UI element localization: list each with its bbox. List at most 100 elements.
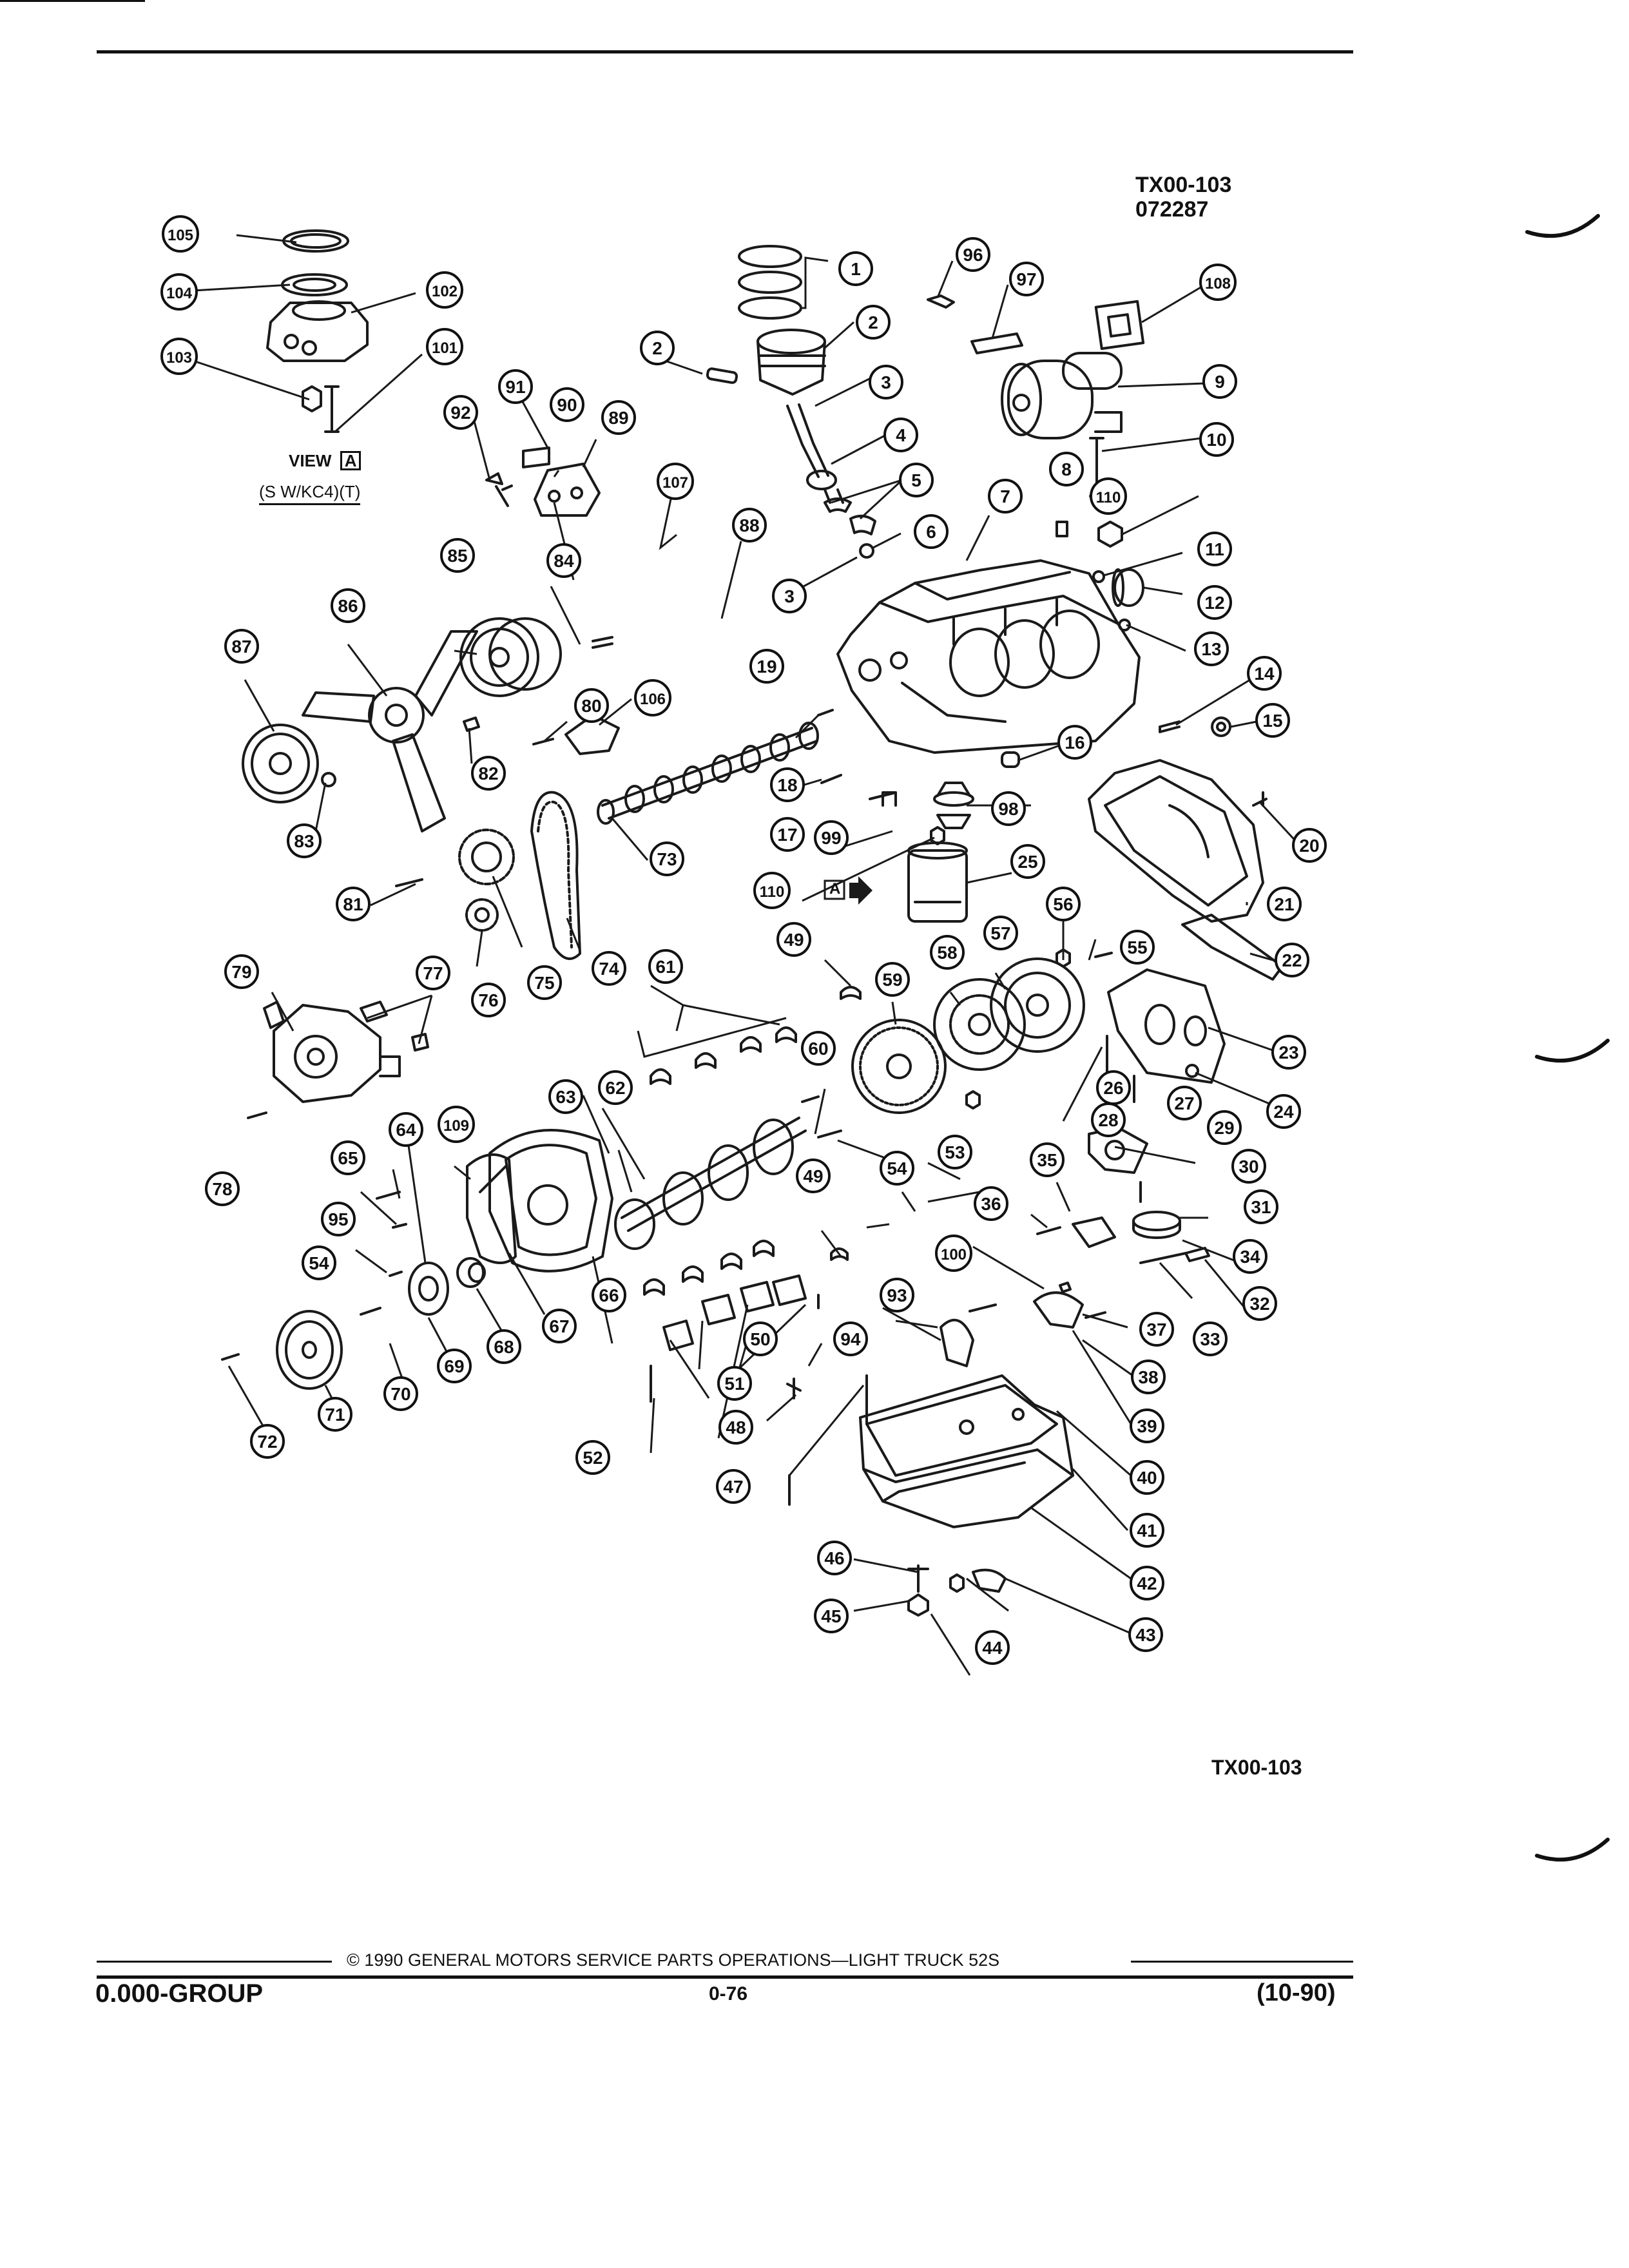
callout-number: 36 [981, 1194, 1001, 1214]
part-68 [408, 1262, 449, 1316]
callout-number: 32 [1249, 1294, 1269, 1314]
callout-number: 74 [599, 959, 619, 979]
footer-copyright: © 1990 GENERAL MOTORS SERVICE PARTS OPER… [347, 1950, 1000, 1970]
callout-c56: 56 [1046, 887, 1081, 921]
callout-circle [1130, 1566, 1164, 1600]
callout-circle [160, 273, 198, 311]
filter-view-letter: A [829, 880, 841, 898]
callout-number: 26 [1103, 1078, 1123, 1098]
callout-c76: 76 [471, 983, 506, 1017]
callout-c89: 89 [601, 400, 636, 435]
callout-number: 21 [1274, 894, 1294, 914]
callout-number: 43 [1135, 1625, 1155, 1645]
callout-number: 50 [750, 1329, 770, 1349]
callout-c29: 29 [1207, 1110, 1242, 1145]
callout-circle [1091, 1102, 1126, 1137]
callout-c47: 47 [716, 1469, 751, 1504]
callout-number: 28 [1098, 1110, 1118, 1130]
callout-c27: 27 [1167, 1086, 1202, 1120]
callout-circle [875, 962, 910, 997]
callout-c99: 99 [814, 820, 849, 855]
callout-circle [1247, 656, 1282, 691]
callout-number: 110 [1096, 489, 1121, 506]
callout-circle [527, 965, 562, 1000]
callout-circle [1090, 477, 1127, 515]
callout-c72: 72 [250, 1424, 285, 1459]
callout-c55: 55 [1120, 930, 1155, 965]
callout-c49a: 49 [776, 922, 811, 957]
callout-circle [287, 823, 322, 858]
callout-circle [1131, 1360, 1166, 1394]
callout-circle [574, 688, 609, 723]
callout-number: 3 [784, 586, 795, 606]
callout-c109: 109 [438, 1106, 475, 1143]
callout-c38: 38 [1131, 1360, 1166, 1394]
callout-circle [869, 365, 903, 399]
callout-number: 20 [1299, 836, 1319, 856]
callout-circle [592, 951, 626, 986]
callout-number: 100 [941, 1246, 967, 1264]
callout-circle [718, 1410, 753, 1445]
callout-number: 53 [945, 1142, 965, 1162]
callout-c64: 64 [389, 1112, 423, 1147]
callout-number: 49 [803, 1166, 823, 1186]
callout-circle [988, 479, 1023, 514]
callout-number: 7 [1000, 486, 1010, 506]
callout-circle [1139, 1312, 1174, 1347]
callout-number: 1 [851, 259, 861, 279]
callout-circle [601, 400, 636, 435]
callout-circle [592, 1278, 626, 1312]
callout-circle [575, 1440, 610, 1475]
callout-c3b: 3 [772, 579, 807, 613]
callout-circle [383, 1376, 418, 1411]
callout-number: 46 [824, 1548, 844, 1568]
callout-c13: 13 [1194, 631, 1229, 666]
footer-rule-left [97, 1961, 332, 1963]
callout-number: 63 [555, 1087, 575, 1107]
callout-circle [1255, 703, 1290, 738]
callout-number: 65 [338, 1148, 358, 1168]
callout-c20: 20 [1292, 828, 1327, 863]
callout-c11: 11 [1197, 532, 1232, 566]
callout-c58: 58 [930, 935, 965, 970]
callout-circle [426, 328, 463, 365]
callout-c62: 62 [598, 1070, 633, 1105]
callout-c95: 95 [321, 1202, 356, 1236]
callout-circle [1130, 1513, 1164, 1548]
filter-view-arrow [824, 876, 872, 905]
view-letter-box: A [340, 451, 361, 470]
callout-c79: 79 [224, 954, 259, 989]
callout-c54a: 54 [880, 1151, 914, 1186]
callout-circle [487, 1329, 521, 1364]
callout-number: 91 [505, 377, 525, 397]
callout-number: 30 [1239, 1157, 1258, 1177]
footer-figure-code: TX00-103 [1211, 1756, 1302, 1779]
callout-c36: 36 [974, 1186, 1008, 1221]
callout-c39: 39 [1130, 1408, 1164, 1443]
footer-page-number: 0-76 [709, 1983, 748, 2004]
callout-circle [440, 538, 475, 573]
callout-circle [1242, 1286, 1277, 1321]
callout-number: 86 [338, 596, 358, 616]
callout-c19: 19 [749, 649, 784, 684]
starter-motor [1001, 352, 1123, 439]
callout-number: 94 [840, 1329, 861, 1349]
callout-c24: 24 [1266, 1094, 1301, 1129]
callout-number: 27 [1174, 1093, 1194, 1113]
callout-circle [1197, 585, 1232, 620]
callout-number: 108 [1205, 275, 1231, 293]
callout-number: 93 [887, 1285, 907, 1305]
callout-number: 83 [294, 831, 314, 851]
callout-circle [753, 872, 791, 909]
callout-c75: 75 [527, 965, 562, 1000]
callout-c67: 67 [542, 1309, 577, 1343]
callout-number: 45 [821, 1606, 841, 1626]
clutch-disc [933, 978, 1026, 1071]
callout-c23: 23 [1271, 1035, 1306, 1070]
callout-circle [770, 767, 805, 802]
callout-number: 11 [1205, 539, 1224, 559]
callout-circle [1120, 930, 1155, 965]
callout-c34: 34 [1233, 1239, 1268, 1274]
callout-number: 16 [1065, 733, 1084, 753]
callout-c87: 87 [224, 629, 259, 664]
